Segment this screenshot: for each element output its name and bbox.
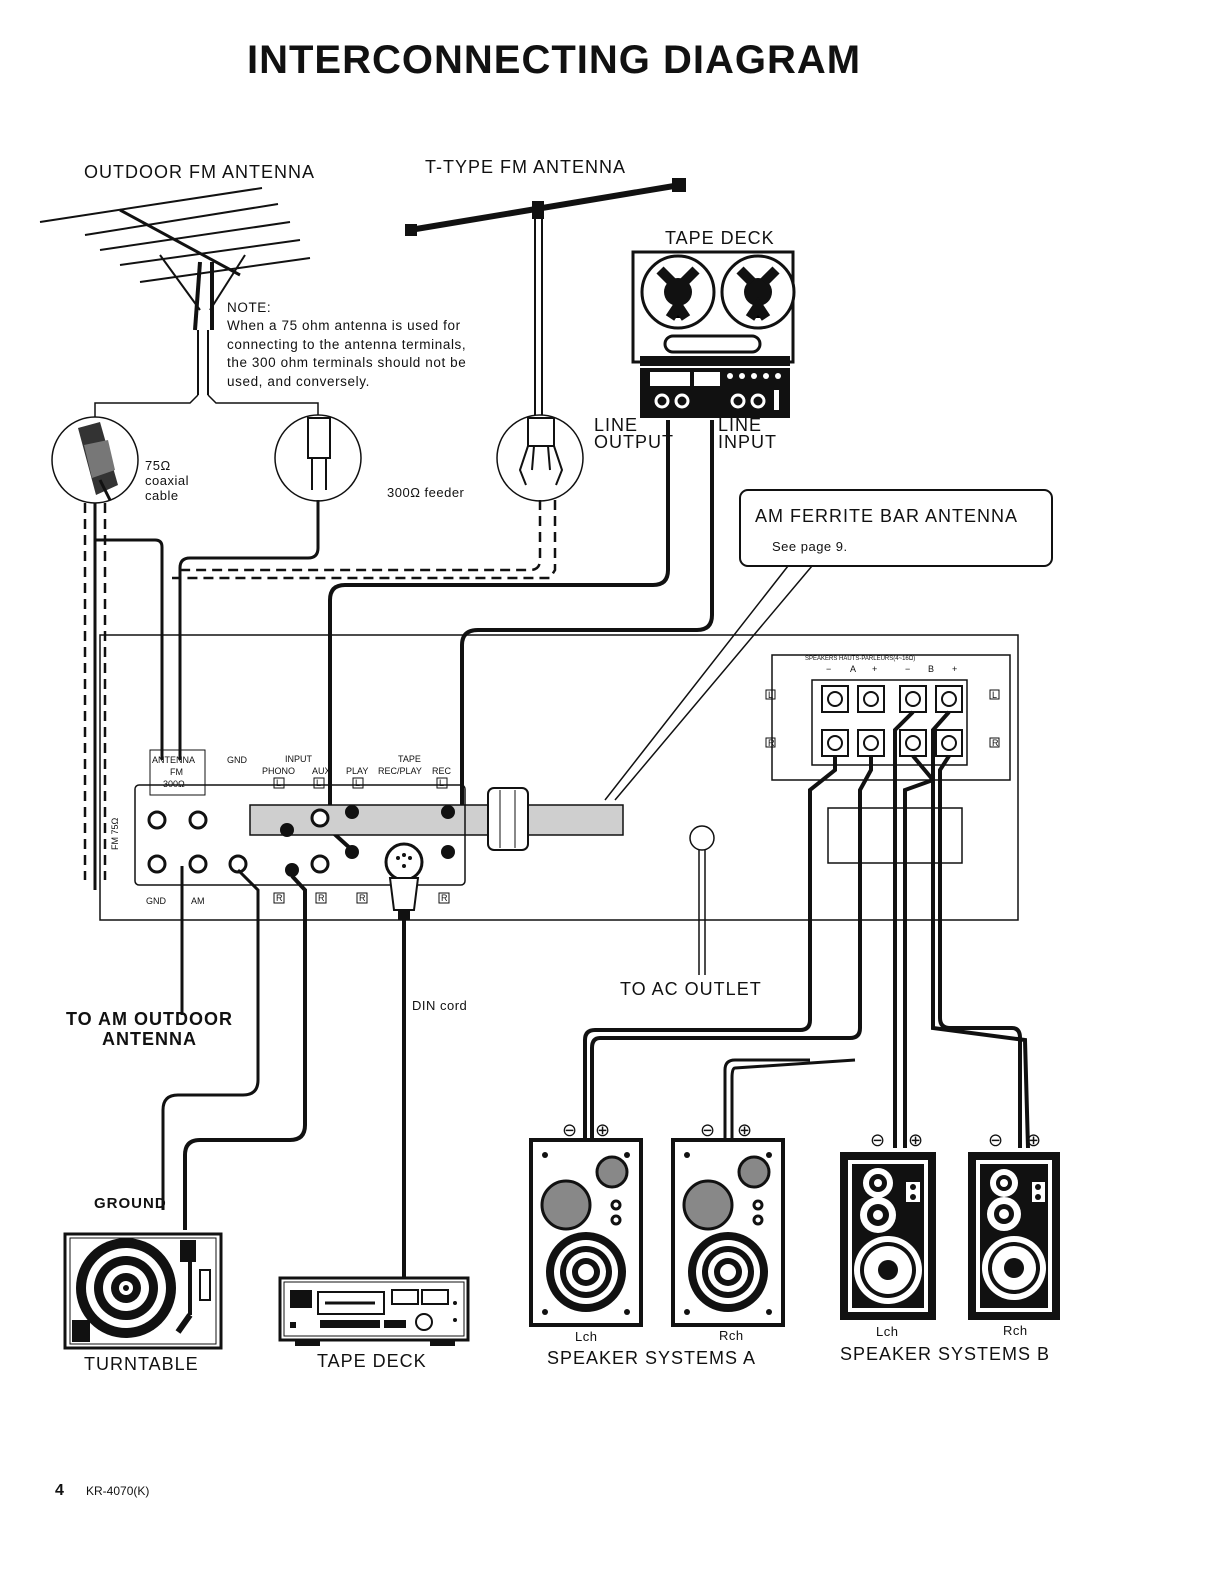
- t-type-fm-antenna-icon: [405, 178, 686, 420]
- line-output-label-2: OUTPUT: [594, 432, 674, 452]
- note-line-3: the 300 ohm terminals should not be: [227, 355, 466, 370]
- ac-cord: [689, 825, 715, 975]
- speaker-systems-a-label: SPEAKER SYSTEMS A: [547, 1348, 756, 1368]
- panel-rec: REC: [432, 766, 452, 776]
- note-line-4: used, and conversely.: [227, 374, 370, 389]
- speaker-a-right-icon: [671, 1138, 785, 1327]
- panel-speakers: SPEAKERS HAUTS-PARLEURS(4~16Ω): [805, 656, 915, 662]
- spk-tag-r-left: R: [768, 738, 775, 748]
- outdoor-fm-antenna-label: OUTDOOR FM ANTENNA: [84, 162, 315, 182]
- note-title: NOTE:: [227, 300, 271, 315]
- t-antenna-connector-detail: [496, 414, 584, 502]
- to-am-outdoor-label-1: TO AM OUTDOOR: [66, 1009, 233, 1029]
- turntable-icon: [63, 1232, 223, 1350]
- panel-am: AM: [191, 896, 205, 906]
- panel-gnd-top: GND: [227, 755, 248, 765]
- ground-label: GROUND: [94, 1195, 167, 1212]
- panel-spk-a-minus: −: [826, 664, 831, 674]
- panel-fm75: FM 75Ω: [110, 817, 120, 850]
- panel-rec-play: REC/PLAY: [378, 766, 422, 776]
- receiver-back-panel: [99, 634, 1019, 921]
- spk-a-lch-label: Lch: [575, 1329, 597, 1344]
- to-ac-outlet-label: TO AC OUTLET: [620, 979, 762, 999]
- panel-lr-tags: [273, 777, 450, 904]
- panel-input: INPUT: [285, 754, 313, 764]
- coax-label-1: 75Ω: [145, 458, 171, 473]
- outdoor-fm-antenna-icon: [39, 187, 311, 395]
- tag-play-l: L: [355, 778, 360, 788]
- model-number: KR-4070(K): [86, 1484, 149, 1498]
- tag-aux-r: R: [318, 893, 325, 903]
- coax-connector-detail: [51, 416, 139, 504]
- coax-label-3: cable: [145, 488, 179, 503]
- spk-a-l-minus: ⊖: [562, 1120, 578, 1140]
- cassette-deck-icon: [278, 1276, 470, 1346]
- panel-play: PLAY: [346, 766, 368, 776]
- line-input-label-1: LINE: [718, 415, 762, 435]
- am-ferrite-label: AM FERRITE BAR ANTENNA: [755, 506, 1018, 526]
- din-plug-icon: [384, 842, 424, 920]
- line-output-label-1: LINE: [594, 415, 638, 435]
- tag-aux-l: L: [316, 778, 321, 788]
- panel-spk-a-plus: +: [872, 664, 877, 674]
- note-line-2: connecting to the antenna terminals,: [227, 337, 466, 352]
- spk-b-r-plus: ⊕: [1026, 1130, 1042, 1150]
- spk-tag-l-right: L: [992, 690, 997, 700]
- feeder-label: 300Ω feeder: [387, 485, 465, 500]
- spk-b-l-plus: ⊕: [908, 1130, 924, 1150]
- panel-gnd-bottom: GND: [146, 896, 167, 906]
- panel-300ohm: 300Ω: [163, 779, 185, 789]
- spk-a-rch-label: Rch: [719, 1328, 744, 1343]
- panel-spk-a: A: [850, 664, 856, 674]
- to-am-outdoor-label-2: ANTENNA: [102, 1029, 197, 1049]
- spk-a-r-plus: ⊕: [737, 1120, 753, 1140]
- panel-antenna: ANTENNA: [152, 755, 195, 765]
- panel-tape: TAPE: [398, 754, 421, 764]
- spk-b-rch-label: Rch: [1003, 1323, 1028, 1338]
- spk-b-r-minus: ⊖: [988, 1130, 1004, 1150]
- panel-fm: FM: [170, 767, 183, 777]
- page-title: INTERCONNECTING DIAGRAM: [247, 38, 861, 82]
- speaker-b-left-icon: [840, 1152, 936, 1320]
- note-line-1: When a 75 ohm antenna is used for: [227, 318, 461, 333]
- speaker-systems-b-label: SPEAKER SYSTEMS B: [840, 1344, 1050, 1364]
- line-input-label-2: INPUT: [718, 432, 777, 452]
- spk-tag-l-left: L: [768, 690, 773, 700]
- am-ferrite-callout: [604, 489, 1053, 801]
- spk-b-lch-label: Lch: [876, 1324, 898, 1339]
- spk-a-r-minus: ⊖: [700, 1120, 716, 1140]
- spk-tag-r-right: R: [992, 738, 999, 748]
- speaker-b-right-icon: [968, 1152, 1060, 1320]
- t-type-fm-antenna-label: T-TYPE FM ANTENNA: [425, 157, 626, 177]
- turntable-label: TURNTABLE: [84, 1354, 199, 1374]
- tag-phono-l: L: [276, 778, 281, 788]
- spk-a-l-plus: ⊕: [595, 1120, 611, 1140]
- speaker-terminal-block: [765, 654, 1011, 781]
- panel-aux: AUX: [312, 766, 331, 776]
- reel-tape-deck-icon: [631, 250, 796, 418]
- panel-spk-b-minus: −: [905, 664, 910, 674]
- panel-spk-b: B: [928, 664, 934, 674]
- panel-jacks: [147, 805, 455, 877]
- tag-play-r: R: [359, 893, 366, 903]
- speaker-a-left-icon: [529, 1138, 643, 1327]
- coax-label-2: coaxial: [145, 473, 189, 488]
- tag-rec-r: R: [441, 893, 448, 903]
- page-number: 4: [55, 1482, 64, 1499]
- panel-spk-b-plus: +: [952, 664, 957, 674]
- panel-phono: PHONO: [262, 766, 295, 776]
- tag-rec-l: L: [439, 778, 444, 788]
- spk-b-l-minus: ⊖: [870, 1130, 886, 1150]
- see-page-label: See page 9.: [772, 539, 848, 554]
- tape-deck-bottom-label: TAPE DECK: [317, 1351, 427, 1371]
- din-cord-label: DIN cord: [412, 998, 467, 1013]
- feeder-connector-detail: [274, 414, 362, 502]
- tag-phono-r: R: [276, 893, 283, 903]
- tape-deck-top-label: TAPE DECK: [665, 228, 775, 248]
